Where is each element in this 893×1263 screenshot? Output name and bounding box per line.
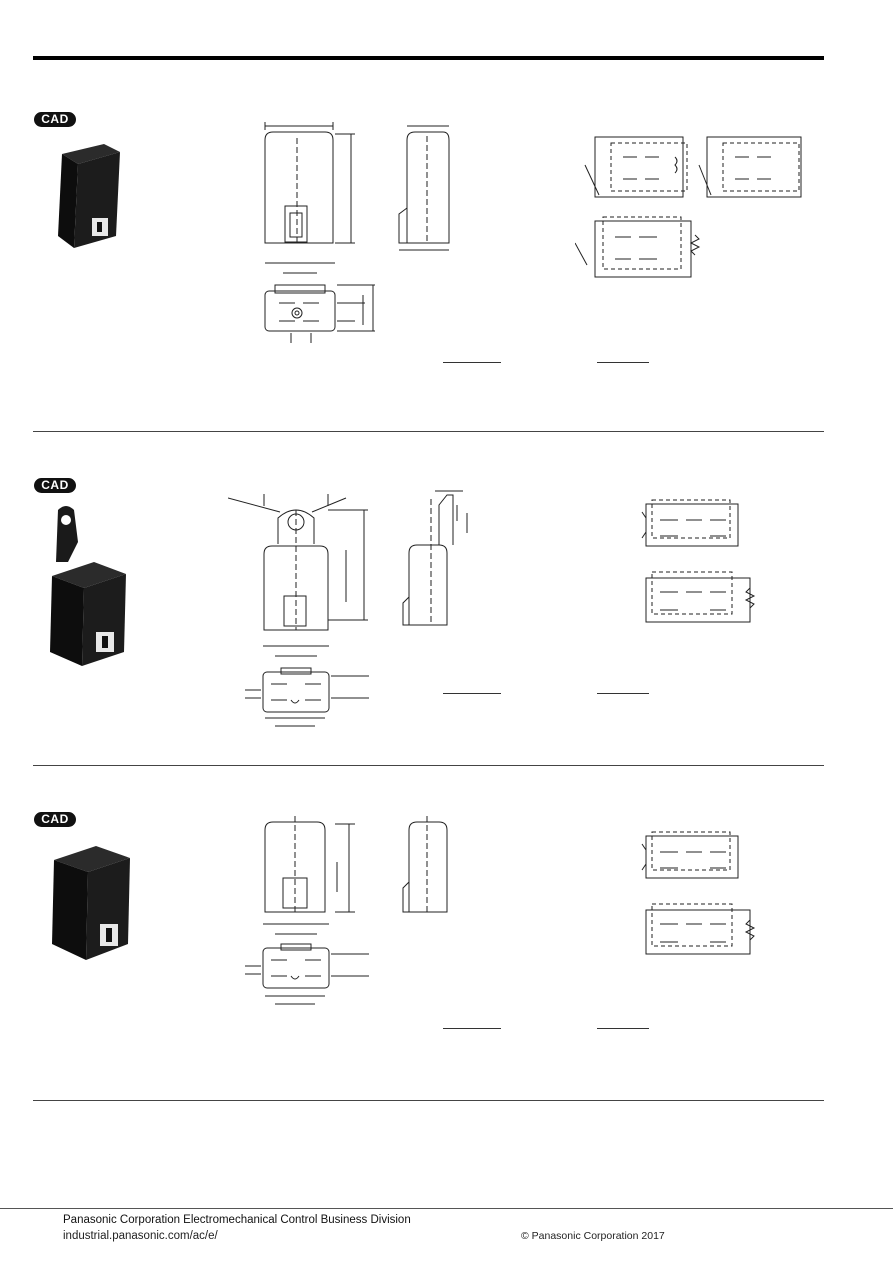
underline-mark [443, 1028, 501, 1029]
side-view-drawing [395, 485, 475, 640]
top-view-drawing [255, 812, 365, 922]
bottom-view-drawing [255, 255, 385, 345]
section-divider [33, 431, 824, 432]
section-divider [33, 1100, 824, 1101]
footer-copyright: © Panasonic Corporation 2017 [521, 1230, 665, 1242]
underline-mark [443, 693, 501, 694]
footer-rule [0, 1208, 893, 1209]
side-view-drawing [395, 812, 455, 922]
relay-photo [58, 144, 120, 248]
side-view-drawing [395, 118, 455, 258]
section-divider [33, 765, 824, 766]
underline-mark [597, 1028, 649, 1029]
cad-download-button[interactable]: CAD [34, 478, 76, 493]
relay-bracket-photo [50, 506, 126, 666]
bottom-view-drawing [245, 640, 380, 732]
circuit-schematics [630, 822, 760, 962]
cad-download-button[interactable]: CAD [34, 812, 76, 827]
footer-company: Panasonic Corporation Electromechanical … [63, 1214, 411, 1226]
top-view-drawing [255, 118, 385, 248]
relay-photo [52, 846, 130, 960]
top-view-drawing [228, 490, 388, 638]
footer-url-link[interactable]: industrial.panasonic.com/ac/e/ [63, 1230, 218, 1242]
underline-mark [443, 362, 501, 363]
bottom-view-drawing [245, 918, 380, 1010]
underline-mark [597, 693, 649, 694]
circuit-schematics [575, 125, 815, 285]
header-rule [33, 56, 824, 60]
circuit-schematics [630, 490, 760, 630]
underline-mark [597, 362, 649, 363]
cad-download-button[interactable]: CAD [34, 112, 76, 127]
